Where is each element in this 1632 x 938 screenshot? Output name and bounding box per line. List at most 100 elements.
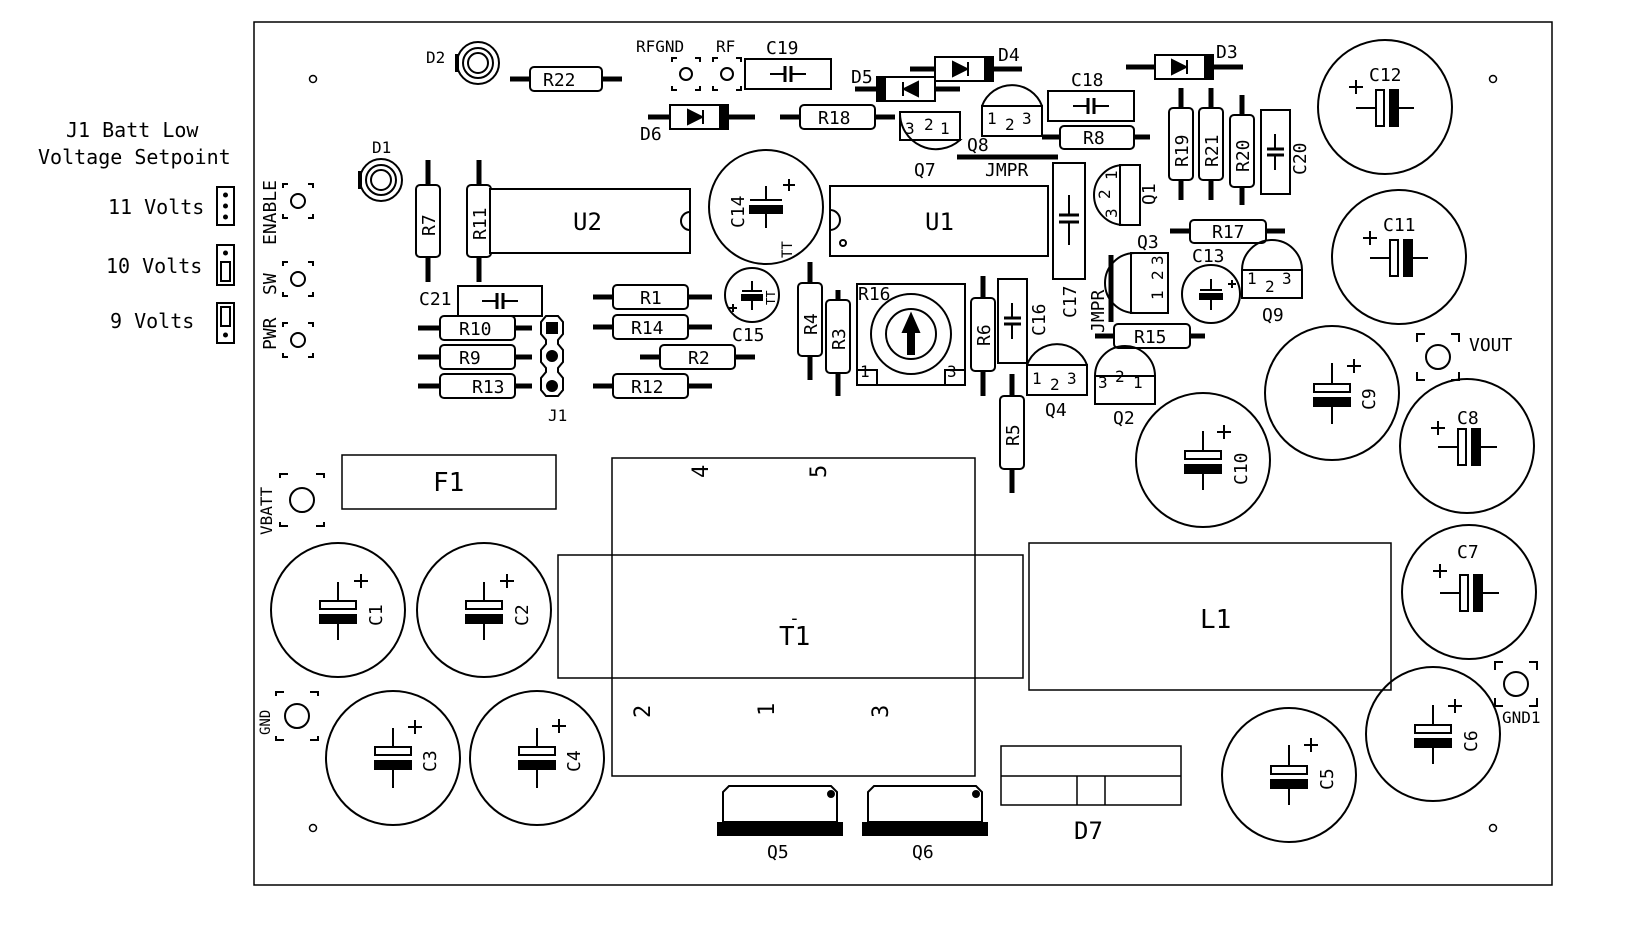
rf-label: RF <box>716 37 735 56</box>
c18-label: C18 <box>1071 70 1104 91</box>
c3-label: C3 <box>420 750 441 772</box>
transistor-q7 <box>898 111 963 151</box>
c13-label: C13 <box>1192 246 1225 267</box>
inductor-l1 <box>1028 542 1392 691</box>
cap-c15 <box>724 267 780 323</box>
r19-label: R19 <box>1172 134 1193 167</box>
jmpr-label: JMPR <box>985 160 1029 181</box>
film-caps <box>457 58 1291 364</box>
jmpr2-label: JMPR <box>1088 289 1109 333</box>
c19-label: C19 <box>766 38 799 59</box>
r2-label: R2 <box>688 348 710 369</box>
led-d2 <box>455 41 500 85</box>
c8-label: C8 <box>1457 408 1479 429</box>
t1-pin2: 2 <box>631 705 656 718</box>
q4-pin1: 1 <box>1032 369 1042 388</box>
pwr-label: PWR <box>260 317 281 350</box>
legend-title-line1: J1 Batt Low <box>66 118 199 142</box>
horizontal-resistors <box>418 66 1285 399</box>
r8-label: R8 <box>1083 128 1105 149</box>
transistor-q5 <box>717 785 843 836</box>
q3-pin1: 1 <box>1148 290 1167 300</box>
q2-pin3: 3 <box>1098 373 1108 392</box>
transistor-q4 <box>1026 343 1088 396</box>
t1-pin1: 1 <box>755 703 780 716</box>
legend-setting-10v: 10 Volts <box>106 254 203 278</box>
diode-d7 <box>1000 745 1182 806</box>
q4-pin3: 3 <box>1067 369 1077 388</box>
d1-label: D1 <box>372 138 391 157</box>
r21-label: R21 <box>1202 134 1223 167</box>
vbatt-testpoint <box>279 473 325 527</box>
vout-label: VOUT <box>1469 335 1513 356</box>
r20-label: R20 <box>1233 139 1254 172</box>
q7-pin1: 1 <box>940 119 950 138</box>
c17-label: C17 <box>1060 285 1081 318</box>
c11-label: C11 <box>1383 215 1416 236</box>
c21-label: C21 <box>419 289 452 310</box>
r4-label: R4 <box>801 313 822 335</box>
t1-pin4: 4 <box>689 465 714 478</box>
led-d1 <box>358 158 403 202</box>
t1-pin3: 3 <box>869 705 894 718</box>
j1-header <box>540 315 564 397</box>
board-outline <box>253 21 1553 886</box>
q7-pin2: 2 <box>924 115 934 134</box>
ic-u1 <box>829 185 1049 257</box>
fuse-f1 <box>341 454 557 510</box>
q6-label: Q6 <box>912 842 934 863</box>
u1-label: U1 <box>925 208 954 236</box>
f1-label: F1 <box>433 468 464 498</box>
u2-label-text: U2 <box>573 208 602 236</box>
r11-label: R11 <box>470 207 491 240</box>
q2-label: Q2 <box>1113 408 1135 429</box>
q9-pin2: 2 <box>1265 277 1275 296</box>
r18-label: R18 <box>818 108 851 129</box>
big-caps-horizontal <box>1317 39 1537 660</box>
transistor-q3 <box>1104 252 1169 314</box>
q7-label: Q7 <box>914 160 936 181</box>
big-caps-vertical <box>270 325 1501 843</box>
jumper-9v-icon <box>216 302 235 344</box>
pwr-testpoint <box>282 322 314 358</box>
r22-label: R22 <box>543 70 576 91</box>
r14-label: R14 <box>631 318 664 339</box>
r16-pin3-label: 3 <box>947 362 957 381</box>
gnd1-label: GND1 <box>1502 708 1541 727</box>
trimmer-r16 <box>856 283 966 386</box>
rfgnd-label: RFGND <box>636 37 684 56</box>
q9-pin1: 1 <box>1247 269 1257 288</box>
r6-label: R6 <box>974 324 995 346</box>
q4-pin2: 2 <box>1050 375 1060 394</box>
q7-pins: 3 <box>905 119 915 138</box>
r15-label: R15 <box>1134 327 1167 348</box>
cap-c13 <box>1181 264 1241 324</box>
c15-label: C15 <box>732 325 765 346</box>
q3-pin3: 3 <box>1148 255 1167 265</box>
gnd-label: GND <box>258 710 274 735</box>
legend-setting-9v: 9 Volts <box>110 309 195 333</box>
q2-pin1: 1 <box>1133 373 1143 392</box>
transistor-q2 <box>1094 345 1156 405</box>
c14-label: C14 <box>728 195 749 228</box>
r16-pin1-label: 1 <box>860 362 870 381</box>
q4-label: Q4 <box>1045 400 1067 421</box>
cap-c14 <box>708 149 824 265</box>
c2-label: C2 <box>512 604 533 626</box>
q8-label: Q8 <box>967 135 989 156</box>
transistor-q9 <box>1241 239 1303 299</box>
c12-label: C12 <box>1369 65 1402 86</box>
legend-setting-11v: 11 Volts <box>108 195 205 219</box>
rf-pad <box>712 57 742 91</box>
ic-u2 <box>489 188 691 254</box>
q9-pin3: 3 <box>1282 269 1292 288</box>
r16-label: R16 <box>858 284 891 305</box>
transistor-q6 <box>862 785 988 836</box>
c10-label: C10 <box>1231 452 1252 485</box>
c5-label: C5 <box>1317 768 1338 790</box>
c20-label: C20 <box>1290 142 1311 175</box>
enable-testpoint <box>282 183 314 219</box>
transistor-q1 <box>1093 164 1141 226</box>
d3-label: D3 <box>1216 42 1238 63</box>
